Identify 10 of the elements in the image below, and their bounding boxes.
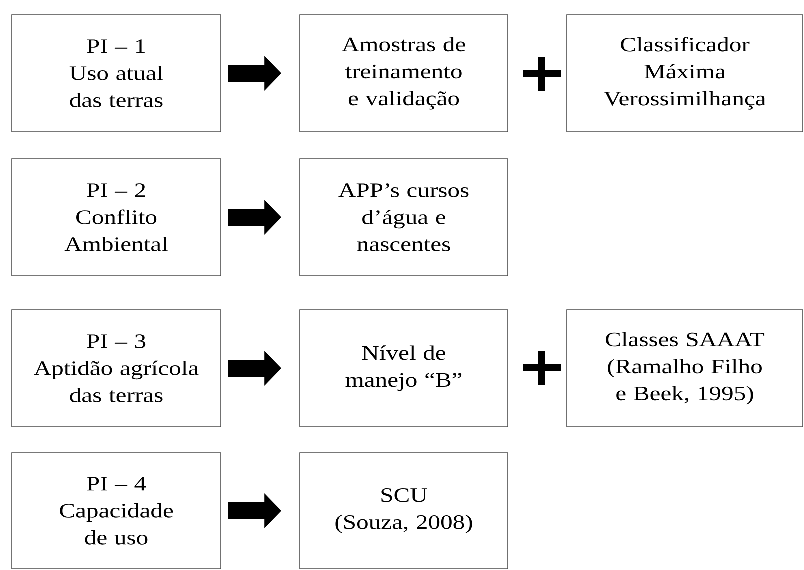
text-box: Classes SAAAT (Ramalho Filho e Beek, 1995)	[566, 310, 804, 428]
text-box: SCU (Souza, 2008)	[300, 452, 508, 570]
text-box: PI – 3 Aptidão agrícola das terras	[12, 310, 222, 428]
text-box: APP’s cursos d’água e nascentes	[300, 158, 508, 276]
text-box: PI – 4 Capacidade de uso	[12, 452, 222, 570]
text-box: Classificador Máxima Verossimilhança	[566, 14, 804, 132]
text-box: PI – 2 Conflito Ambiental	[12, 158, 222, 276]
text-box: Amostras de treinamento e validação	[300, 14, 508, 132]
text-box: Nível de manejo “B”	[300, 310, 508, 428]
text-box: PI – 1 Uso atual das terras	[12, 14, 222, 132]
